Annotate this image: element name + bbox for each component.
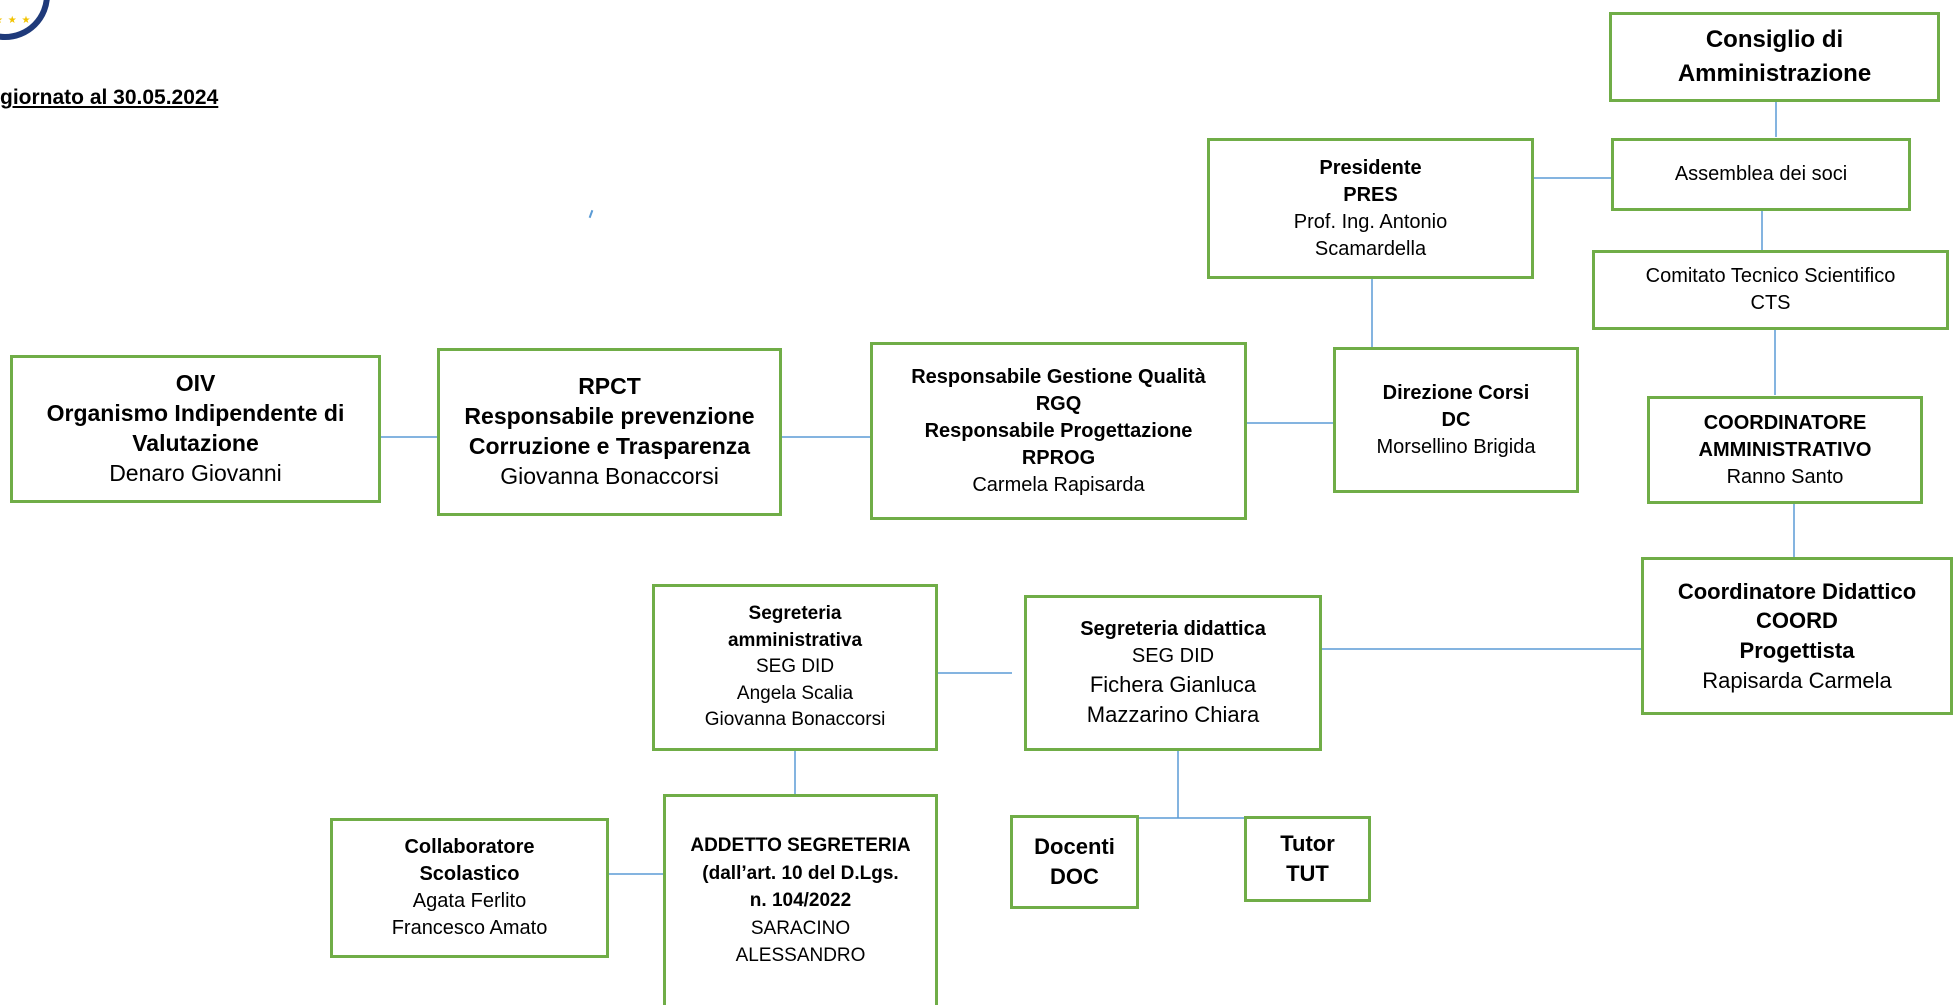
update-date-label: giornato al 30.05.2024: [0, 86, 219, 109]
node-consiglio-line1: Consiglio di: [1705, 26, 1844, 54]
node-presidente-line4: Scamardella: [1314, 237, 1427, 260]
node-direzione: Direzione Corsi DC Morsellino Brigida: [1333, 347, 1579, 493]
node-docenti-line1: Docenti: [1034, 834, 1115, 860]
node-addetto-line5: ALESSANDRO: [735, 945, 866, 967]
node-docenti: Docenti DOC: [1010, 815, 1139, 909]
node-rgq-line3: Responsabile Progettazione: [924, 419, 1193, 442]
node-consiglio-line2: Amministrazione: [1677, 60, 1872, 87]
node-presidente: Presidente PRES Prof. Ing. Antonio Scama…: [1207, 138, 1534, 279]
node-coord-did-line3: Progettista: [1739, 638, 1855, 663]
node-collab-line1: Collaboratore: [404, 836, 535, 858]
node-coord-did-line1: Coordinatore Didattico: [1677, 578, 1917, 604]
node-tutor-line2: TUT: [1286, 861, 1329, 886]
node-coord-amm: COORDINATORE AMMINISTRATIVO Ranno Santo: [1647, 396, 1923, 504]
node-docenti-line2: DOC: [1050, 864, 1099, 889]
node-tutor: Tutor TUT: [1244, 816, 1371, 902]
node-coord-amm-line2: AMMINISTRATIVO: [1698, 438, 1872, 461]
node-coord-amm-line3: Ranno Santo: [1726, 465, 1844, 488]
node-oiv: OIV Organismo Indipendente di Valutazion…: [10, 355, 381, 503]
node-consiglio: Consiglio di Amministrazione: [1609, 12, 1940, 102]
node-seg-amm-line3: SEG DID: [755, 656, 835, 678]
node-collab-line2: Scolastico: [419, 863, 520, 885]
node-direzione-line3: Morsellino Brigida: [1376, 435, 1536, 458]
node-rpct-line3: Corruzione e Trasparenza: [468, 433, 751, 459]
node-rgq: Responsabile Gestione Qualità RGQ Respon…: [870, 342, 1247, 520]
node-seg-did-line2: SEG DID: [1131, 645, 1215, 668]
node-seg-did-line1: Segreteria didattica: [1080, 618, 1266, 641]
node-oiv-line2: Organismo Indipendente di: [46, 400, 345, 427]
node-presidente-line3: Prof. Ing. Antonio: [1293, 210, 1448, 233]
node-seg-amm: Segreteria amministrativa SEG DID Angela…: [652, 584, 938, 751]
node-assemblea-line1: Assemblea dei soci: [1674, 163, 1848, 185]
node-seg-amm-line2: amministrativa: [727, 629, 863, 651]
node-oiv-line1: OIV: [175, 370, 216, 397]
node-direzione-line1: Direzione Corsi: [1382, 381, 1530, 404]
node-cts-line1: Comitato Tecnico Scientifico: [1645, 265, 1896, 287]
node-tutor-line1: Tutor: [1280, 831, 1335, 857]
node-seg-amm-line5: Giovanna Bonaccorsi: [704, 709, 886, 731]
node-oiv-line4: Denaro Giovanni: [109, 459, 282, 486]
node-seg-did-line4: Mazzarino Chiara: [1086, 702, 1260, 727]
node-addetto-line1: ADDETTO SEGRETERIA: [690, 835, 911, 857]
node-addetto: ADDETTO SEGRETERIA (dall’art. 10 del D.L…: [663, 794, 938, 1005]
node-rgq-line2: RGQ: [1035, 392, 1082, 415]
node-assemblea: Assemblea dei soci: [1611, 138, 1911, 211]
node-coord-did-line2: COORD: [1756, 608, 1838, 634]
node-seg-did: Segreteria didattica SEG DID Fichera Gia…: [1024, 595, 1322, 751]
node-seg-amm-line1: Segreteria: [748, 603, 842, 625]
node-coord-did-line4: Rapisarda Carmela: [1702, 667, 1892, 693]
node-addetto-line4: SARACINO: [750, 917, 851, 939]
node-direzione-line2: DC: [1441, 408, 1471, 431]
node-rgq-line1: Responsabile Gestione Qualità: [911, 365, 1206, 388]
node-collab: Collaboratore Scolastico Agata Ferlito F…: [330, 818, 609, 958]
node-cts-line2: CTS: [1750, 292, 1791, 314]
node-rpct: RPCT Responsabile prevenzione Corruzione…: [437, 348, 782, 516]
node-rgq-line4: RPROG: [1021, 446, 1096, 469]
node-collab-line4: Francesco Amato: [391, 917, 548, 939]
node-presidente-line2: PRES: [1343, 183, 1398, 206]
node-coord-did: Coordinatore Didattico COORD Progettista…: [1641, 557, 1953, 715]
node-oiv-line3: Valutazione: [132, 430, 259, 456]
node-seg-amm-line4: Angela Scalia: [736, 682, 854, 704]
node-rpct-line2: Responsabile prevenzione: [464, 403, 755, 430]
node-coord-amm-line1: COORDINATORE: [1703, 411, 1867, 434]
node-cts: Comitato Tecnico Scientifico CTS: [1592, 250, 1949, 330]
node-addetto-line3: n. 104/2022: [749, 890, 852, 912]
node-collab-line3: Agata Ferlito: [412, 890, 527, 912]
node-rpct-line4: Giovanna Bonaccorsi: [500, 462, 719, 489]
node-presidente-line1: Presidente: [1319, 156, 1422, 179]
node-rgq-line5: Carmela Rapisarda: [972, 473, 1145, 496]
node-rpct-line1: RPCT: [578, 373, 641, 400]
node-addetto-line2: (dall’art. 10 del D.Lgs.: [702, 862, 899, 884]
node-seg-did-line3: Fichera Gianluca: [1089, 672, 1257, 698]
